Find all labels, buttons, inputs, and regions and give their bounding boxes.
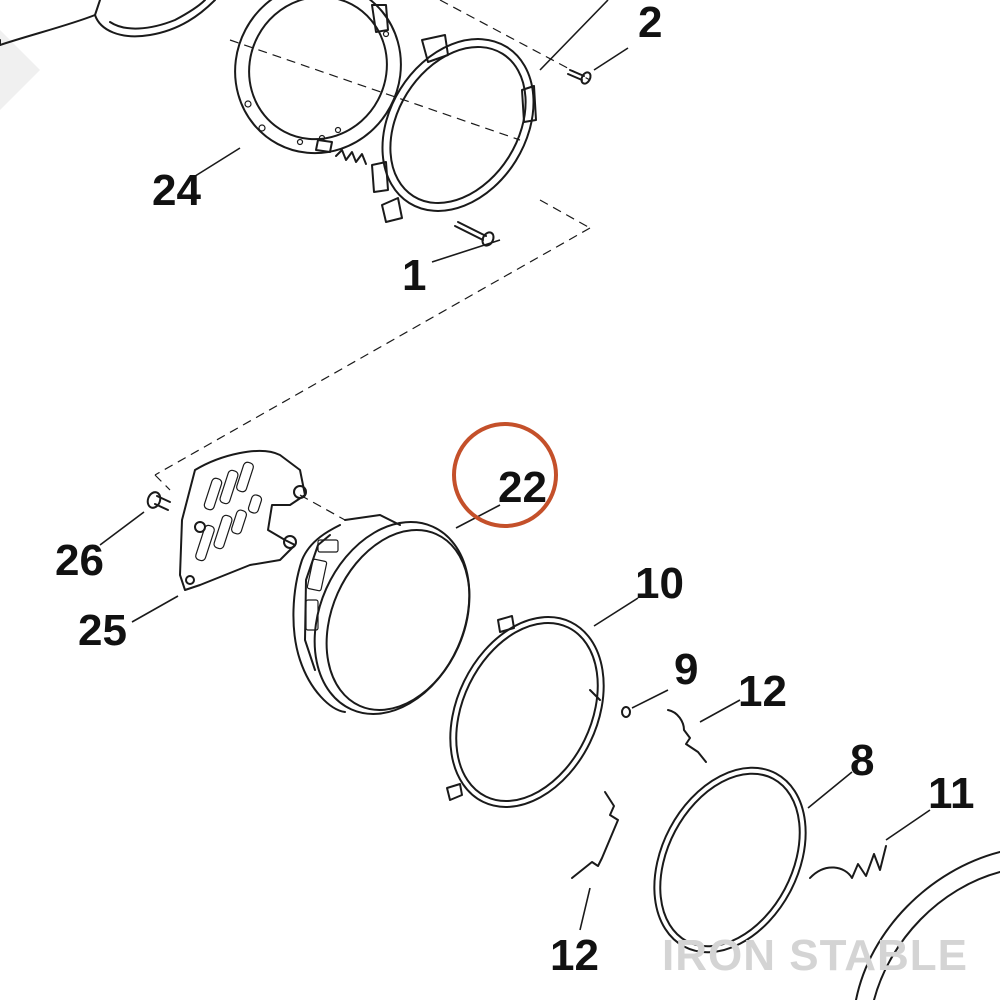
callout-10: 10	[635, 559, 684, 608]
callout-22: 22	[498, 463, 547, 512]
assembly-dashed-lines	[154, 0, 591, 521]
watermark-text: IRON STABLE	[662, 931, 968, 980]
outer-bezel	[855, 851, 1000, 1000]
spring-clip-11	[809, 845, 887, 879]
seal-ring-8	[653, 766, 807, 954]
retaining-ring	[371, 34, 537, 223]
headlamp-housing	[0, 0, 216, 46]
callout-24: 24	[152, 166, 201, 215]
trim-ring-10	[446, 615, 605, 808]
callout-12-upper: 12	[738, 667, 787, 716]
mounting-ring-24	[234, 0, 402, 155]
callout-26: 26	[55, 536, 104, 585]
callout-25: 25	[78, 606, 127, 655]
mounting-bracket-25	[179, 449, 307, 591]
adjusting-spring	[335, 149, 367, 165]
callout-1: 1	[402, 251, 426, 300]
led-headlamp-22	[292, 514, 471, 715]
wire-clip-upper-12	[667, 709, 707, 763]
callout-2: 2	[638, 0, 662, 47]
background-watermark-shape	[0, 30, 40, 110]
screw-2	[567, 69, 592, 85]
wire-clip-lower-12	[571, 791, 619, 879]
callout-8: 8	[850, 736, 874, 785]
callout-11: 11	[928, 769, 975, 818]
highlight-ring	[452, 422, 558, 528]
callout-9: 9	[674, 645, 698, 694]
bolt-26	[146, 491, 171, 511]
screw-9	[621, 706, 631, 718]
callout-12-lower: 12	[550, 931, 599, 980]
